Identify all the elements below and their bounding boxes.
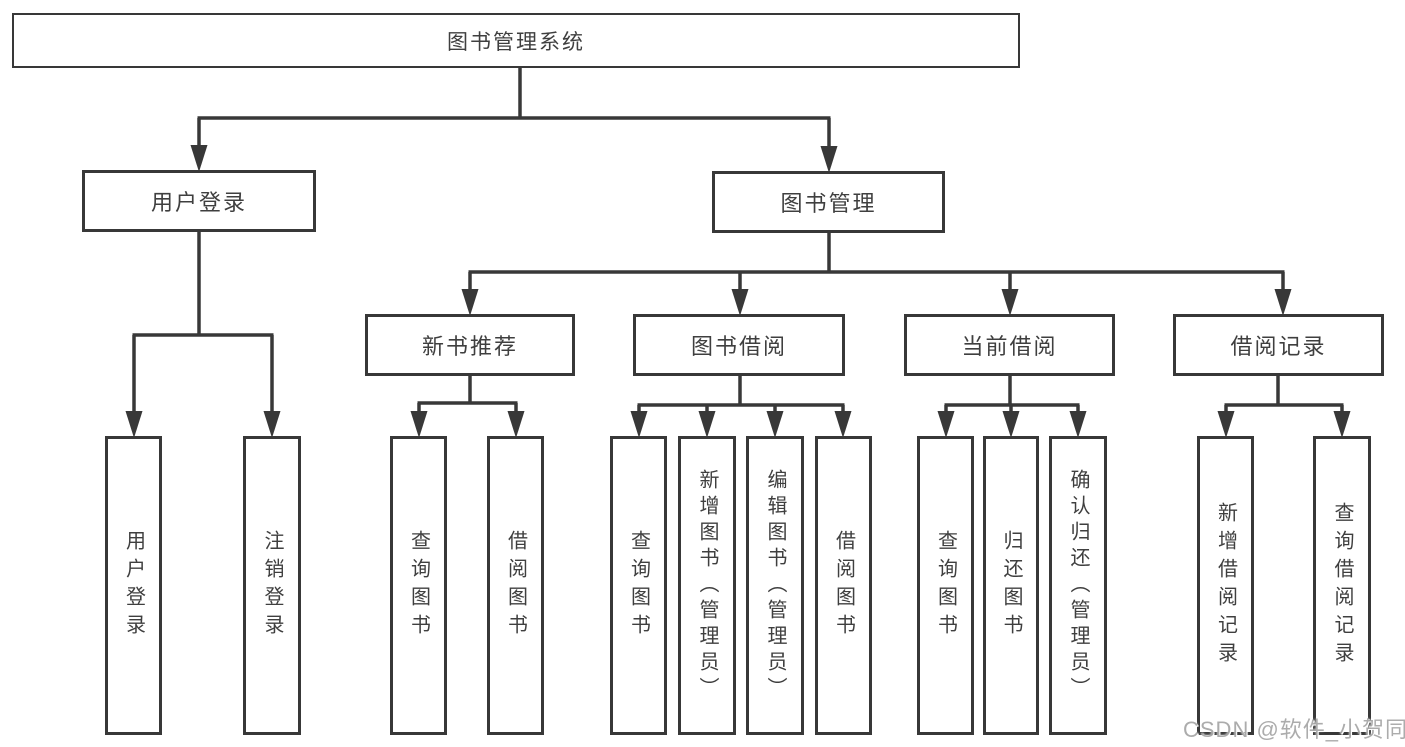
leaf-label: 用户登录 [122,529,145,642]
leaf-bb-borrow-books: 借阅图书 [815,436,872,735]
leaf-label: 注销登录 [261,529,283,642]
node-new-book-recommend: 新书推荐 [365,314,575,376]
node-label: 用户登录 [150,190,247,215]
node-current-borrowing: 当前借阅 [904,314,1115,376]
leaf-label: 查询图书 [407,529,430,642]
leaf-bb-query-books: 查询图书 [610,436,667,735]
leaf-br-add-record: 新增借阅记录 [1197,436,1254,735]
leaf-label: 编辑图书（管理员） [764,468,786,703]
node-label: 图书管理 [780,191,877,216]
node-book-borrowing: 图书借阅 [633,314,845,376]
leaf-br-query-record: 查询借阅记录 [1313,436,1371,735]
leaf-nb-query-books: 查询图书 [390,436,447,735]
node-label: 当前借阅 [961,334,1058,359]
leaf-nb-borrow-books: 借阅图书 [487,436,544,735]
node-label: 图书管理系统 [447,30,585,54]
leaf-label: 新增借阅记录 [1214,501,1237,670]
node-user-login: 用户登录 [82,170,316,232]
leaf-cb-confirm-return-admin: 确认归还（管理员） [1049,436,1107,735]
node-book-management: 图书管理 [712,171,945,233]
leaf-user-login: 用户登录 [105,436,162,735]
leaf-label: 借阅图书 [504,529,527,642]
node-library-management-system: 图书管理系统 [12,13,1020,68]
leaf-label: 归还图书 [1000,529,1022,642]
leaf-label: 查询图书 [934,529,957,642]
leaf-logout: 注销登录 [243,436,301,735]
leaf-cb-query-books: 查询图书 [917,436,974,735]
leaf-label: 查询借阅记录 [1331,501,1353,670]
watermark: CSDN @软件_小贺同学 [1183,717,1405,742]
node-label: 图书借阅 [690,334,787,359]
leaf-label: 查询图书 [627,529,650,642]
leaf-cb-return-books: 归还图书 [983,436,1039,735]
node-label: 新书推荐 [421,334,518,359]
leaf-bb-edit-books-admin: 编辑图书（管理员） [746,436,804,735]
node-label: 借阅记录 [1230,334,1327,359]
leaf-label: 借阅图书 [832,529,855,642]
node-borrowing-records: 借阅记录 [1173,314,1384,376]
leaf-label: 新增图书（管理员） [696,468,718,703]
leaf-bb-add-books-admin: 新增图书（管理员） [678,436,736,735]
leaf-label: 确认归还（管理员） [1067,468,1089,703]
